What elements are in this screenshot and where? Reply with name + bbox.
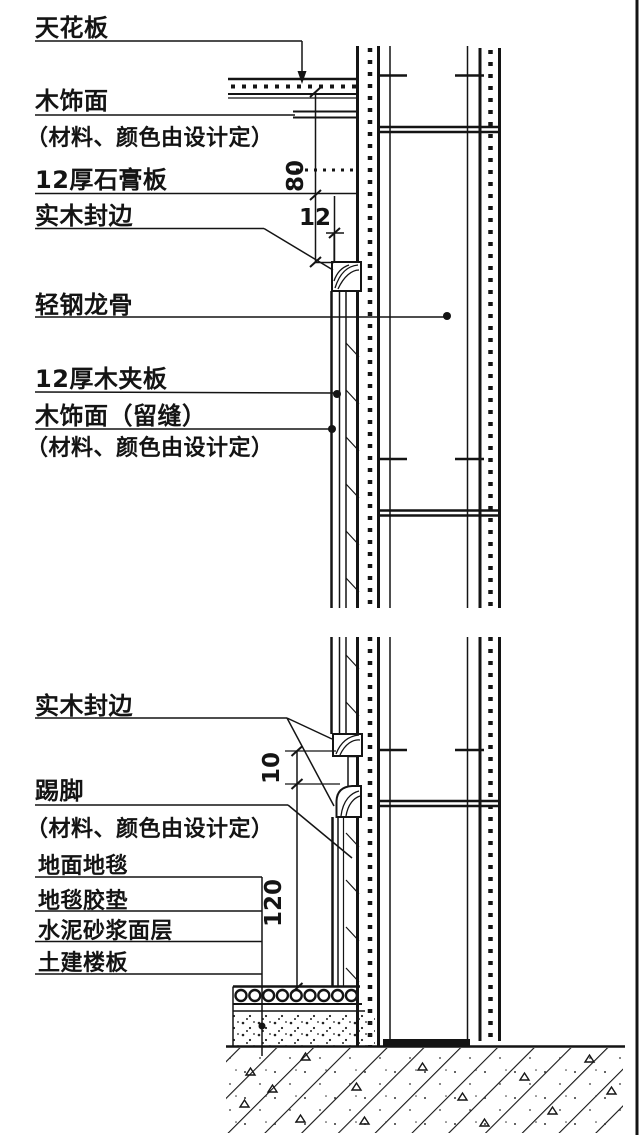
- dimension-120: 120: [261, 784, 304, 994]
- steel-keel-frame-upper: [378, 74, 500, 517]
- label-note1: （材料、颜色由设计定）: [26, 125, 274, 151]
- plywood-hatch-skirting: [345, 832, 360, 983]
- skirting-assembly: [331, 785, 362, 986]
- label-veneer-gap: 木饰面（留缝）: [34, 402, 207, 430]
- upper-detail: 80 12 天花板 木饰面 （材料、颜色由设计定） 12厚石膏板 实木封边 轻钢…: [26, 14, 501, 608]
- label-steel-keel: 轻钢龙骨: [35, 291, 133, 319]
- label-wood-edge-lower: 实木封边: [35, 692, 133, 720]
- dim-text-80: 80: [283, 160, 309, 192]
- dim-text-12: 12: [299, 205, 331, 231]
- label-gypsum-board: 12厚石膏板: [35, 166, 168, 194]
- wall-panel-upper: [330, 261, 362, 608]
- label-note2: （材料、颜色由设计定）: [26, 435, 274, 461]
- dimension-10: 10: [259, 745, 340, 790]
- dim-text-10: 10: [259, 752, 285, 784]
- leader-arrow: [297, 71, 307, 84]
- lower-detail: 10 120 实木封边 踢脚 （材料、颜色由设计定） 地面地毯 地毯胶垫: [26, 637, 625, 1133]
- dimension-12: 12: [299, 205, 344, 261]
- skirting-top-trim: [335, 785, 362, 818]
- label-cement-screed: 水泥砂浆面层: [38, 918, 173, 944]
- label-note-lower: （材料、颜色由设计定）: [26, 816, 274, 842]
- cement-screed-layer: [233, 1013, 375, 1046]
- label-ceiling: 天花板: [35, 14, 109, 42]
- wall-core-lower: [356, 637, 501, 1046]
- floor-assembly: [226, 985, 625, 1133]
- lower-annotations: 10 120: [35, 717, 353, 1056]
- label-wood-edge-upper: 实木封边: [35, 202, 133, 230]
- floor-layer-leaders: [35, 876, 266, 1056]
- wall-core-upper: [356, 46, 501, 608]
- carpet-loops: [234, 988, 359, 1003]
- label-carpet: 地面地毯: [38, 853, 128, 879]
- steel-keel-frame-lower: [378, 748, 500, 1047]
- dimension-80: 80: [283, 86, 334, 268]
- label-skirting: 踢脚: [35, 777, 84, 805]
- wall-panel-lower: [330, 637, 363, 786]
- label-wood-veneer: 木饰面: [34, 87, 109, 115]
- label-structural-slab: 土建楼板: [38, 951, 129, 976]
- slab-aggregate-triangles: [238, 1051, 618, 1127]
- dim-text-120: 120: [261, 879, 287, 927]
- label-plywood: 12厚木夹板: [35, 365, 168, 393]
- leader-plywood: [34, 391, 335, 394]
- label-carpet-pad: 地毯胶垫: [38, 888, 128, 914]
- bottom-track: [383, 1039, 470, 1047]
- plywood-hatch-upper: [345, 342, 360, 593]
- upper-annotations: 80 12: [34, 40, 451, 433]
